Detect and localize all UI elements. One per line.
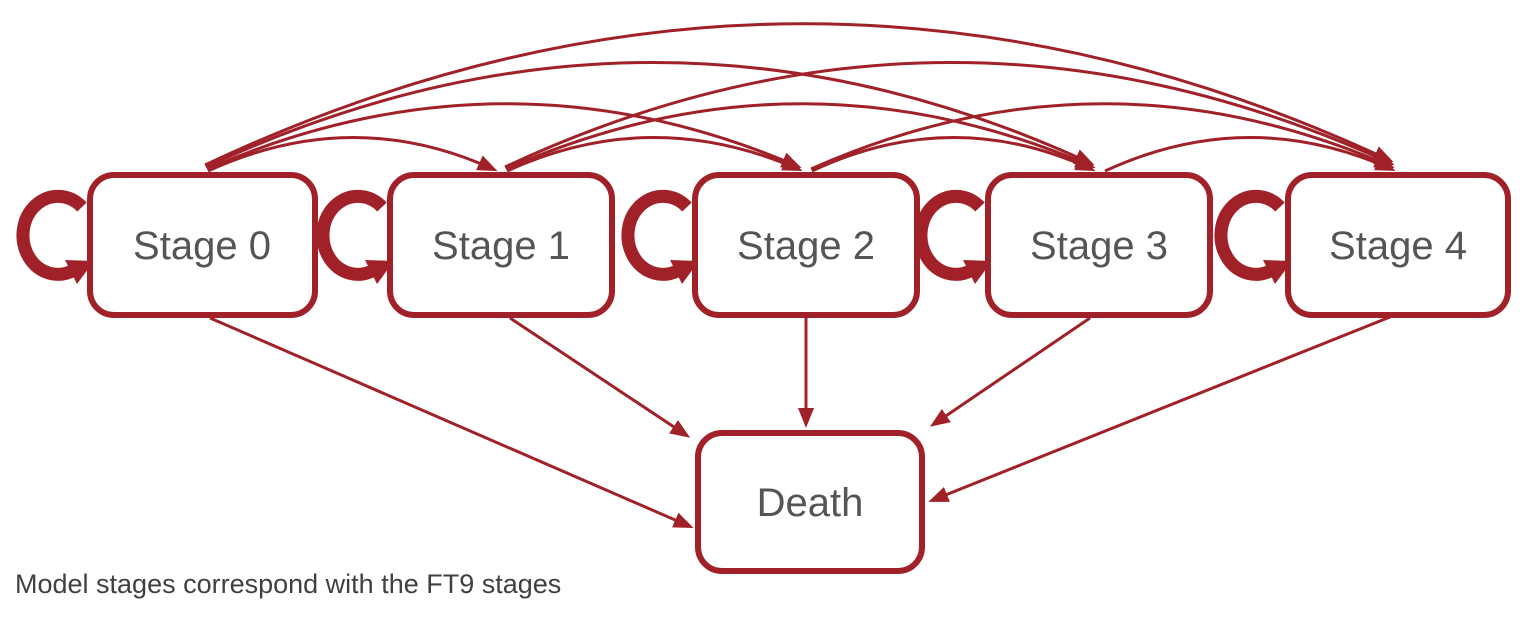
death-arrows [209,315,1391,528]
arrow-stage2-to-stage3 [811,136,1096,173]
stage-2-label: Stage 2 [737,224,875,268]
stage-2-box [692,172,920,318]
node-death: Death [695,430,925,574]
node-stage-4: Stage 4 [1285,172,1511,318]
death-box [695,430,925,574]
arrow-stage0-to-death [209,316,694,528]
node-stage-1: Stage 1 [387,172,615,318]
arrow-stage3-to-death [929,316,1091,427]
arrow-stage0-to-stage2 [206,102,802,171]
arrow-stage0-to-stage3 [205,61,1095,169]
arrow-stage4-to-death [928,315,1391,502]
stage-3-box [985,172,1213,318]
diagram-caption: Model stages correspond with the FT9 sta… [15,569,561,599]
stage-4-box [1285,172,1511,318]
self-loop-stage2-icon [621,189,699,284]
stage-1-label: Stage 1 [432,224,570,268]
arrow-stage1-to-stage3 [505,102,1096,171]
self-loop-stage4-icon [1214,189,1292,284]
nodes: Stage 0 Stage 1 Stage 2 Stage 3 Stage 4 … [87,172,1511,574]
death-label: Death [757,481,864,525]
stage-4-label: Stage 4 [1329,224,1467,268]
arrow-stage1-to-stage4 [504,61,1395,169]
arrow-stage0-to-stage4 [204,22,1394,167]
self-loop-stage0-icon [16,189,94,284]
arrow-stage1-to-death [509,316,691,438]
node-stage-2: Stage 2 [692,172,920,318]
arrow-stage1-to-stage2 [506,136,803,173]
self-loop-arrows [16,189,1292,284]
stage-0-label: Stage 0 [133,224,271,268]
stage-3-label: Stage 3 [1030,224,1168,268]
arrow-stage0-to-stage1 [207,136,498,173]
node-stage-0: Stage 0 [87,172,318,318]
arrow-stage3-to-stage4 [1104,136,1396,173]
node-stage-3: Stage 3 [985,172,1213,318]
progression-arcs [204,22,1396,173]
self-loop-stage3-icon [914,189,992,284]
stage-0-box [87,172,318,318]
self-loop-stage1-icon [316,189,394,284]
arrow-stage2-to-stage4 [810,102,1395,171]
stage-1-box [387,172,615,318]
